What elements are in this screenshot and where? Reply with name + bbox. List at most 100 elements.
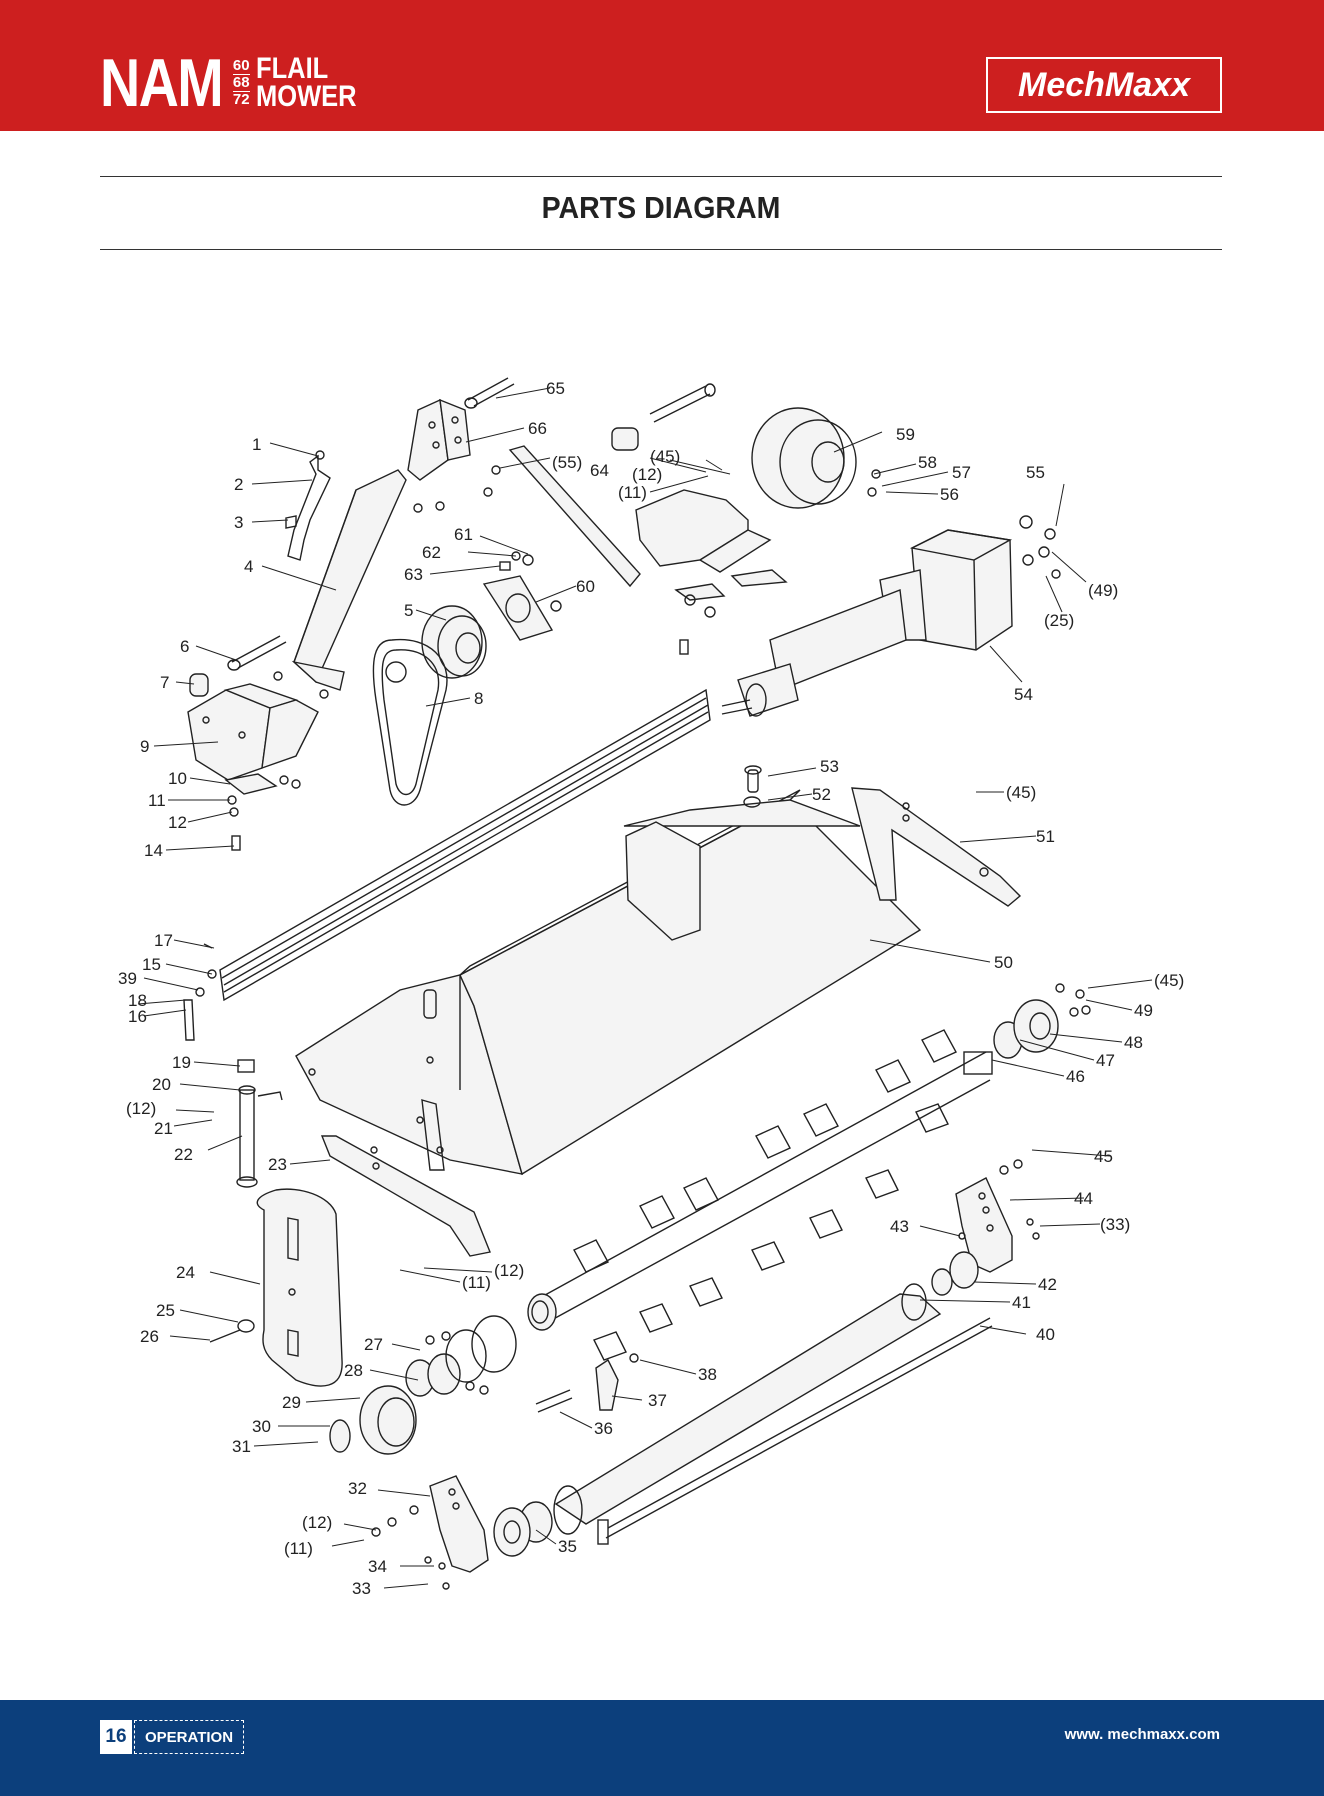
part-bracket-37-icon [535,1353,639,1413]
callout-21: 21 [154,1119,173,1138]
callout-49-gearbox: (49) [1088,581,1118,600]
callout-6: 6 [180,637,189,656]
title-bottom-rule [100,249,1222,250]
part-clip-3-icon [285,515,297,529]
callout-55-top: (55) [552,453,582,472]
callout-34: 34 [368,1557,387,1576]
callout-62: 62 [422,543,441,562]
callout-47: 47 [1096,1051,1115,1070]
callout-48: 48 [1124,1033,1143,1052]
model-name: NAM [100,45,224,121]
callout-65: 65 [546,379,565,398]
callout-15: 15 [142,955,161,974]
part-bushing-7-icon [189,673,209,697]
callout-35: 35 [558,1537,577,1556]
part-bolts-left-icon [227,671,329,851]
mechmaxx-logo: MechMaxx [986,57,1222,113]
callout-36: 36 [594,1419,613,1438]
callout-16: 16 [128,1007,147,1026]
part-flail-chain-icon [219,688,711,1002]
part-lever-2-icon [287,450,331,561]
callout-66: 66 [528,419,547,438]
callout-2: 2 [234,475,243,494]
callout-12-center: (12) [494,1261,524,1280]
page-number: 16 [100,1720,132,1754]
callout-53: 53 [820,757,839,776]
part-skid-51-icon [851,787,1022,907]
callout-45: 45 [1094,1147,1113,1166]
part-belt-8-icon [372,638,448,806]
callout-41: 41 [1012,1293,1031,1312]
callout-45-skid: (45) [1006,783,1036,802]
callout-11-center: (11) [462,1273,491,1292]
callout-57: 57 [952,463,971,482]
part-bearing-42-icon [931,1251,979,1296]
part-flail-blades-icon [573,1029,957,1361]
part-belt-cover-24-icon [256,1188,343,1387]
part-rotor-46-icon [527,1051,993,1331]
part-roller-40-icon [493,1283,993,1557]
part-bits-49-55-icon [1019,515,1061,579]
part-gearbox-54-icon [721,529,1013,717]
callout-22: 22 [174,1145,193,1164]
callout-19: 19 [172,1053,191,1072]
callout-46: 46 [1066,1067,1085,1086]
section-label: OPERATION [134,1720,245,1754]
callout-33-right: (33) [1100,1215,1130,1234]
callout-30: 30 [252,1417,271,1436]
part-housing-50-icon [295,789,922,1176]
callout-50: 50 [994,953,1013,972]
product-name: FLAIL MOWER [255,52,357,112]
callout-24: 24 [176,1263,195,1282]
size-60: 60 [232,57,250,75]
callout-20: 20 [152,1075,171,1094]
part-stand-22-icon [236,1059,283,1188]
callout-61: 61 [454,525,473,544]
callout-7: 7 [160,673,169,692]
header-bar: NAM 60 68 72 FLAIL MOWER MechMaxx [0,0,1324,131]
callout-labels: 1 2 3 4 5 6 7 8 9 10 11 12 14 17 15 39 1… [118,379,1184,1598]
callout-40: 40 [1036,1325,1055,1344]
website-link[interactable]: www. mechmaxx.com [1064,1726,1220,1743]
callout-14: 14 [144,841,163,860]
part-pulley-59-icon [751,407,881,509]
part-pin-6-icon [227,635,287,671]
product-line-1: FLAIL [255,52,328,85]
part-plate-10-icon [224,773,278,795]
part-flange-60-icon [482,575,562,641]
part-pulley-29-icon [329,1315,517,1455]
part-rod-top-icon [611,383,716,451]
callout-29: 29 [282,1393,301,1412]
callout-12-stand: (12) [126,1099,156,1118]
part-arm-4-icon [291,469,407,691]
part-pin-53-icon [743,765,762,808]
callout-11: 11 [148,791,166,810]
callout-60: 60 [576,577,595,596]
parts-diagram: 1 2 3 4 5 6 7 8 9 10 11 12 14 17 15 39 1… [118,377,1184,1598]
title-top-rule [100,176,1222,177]
callout-64: 64 [590,461,609,480]
callout-11-top: (11) [618,483,647,502]
part-bracket-66-icon [407,398,471,481]
callout-63: 63 [404,565,423,584]
callout-4: 4 [244,557,253,576]
callout-44: 44 [1074,1189,1093,1208]
size-68: 68 [232,74,250,92]
product-wordmark: NAM 60 68 72 FLAIL MOWER [100,45,374,121]
part-pulley-5-icon [421,605,487,679]
callout-12: 12 [168,813,187,832]
callout-37: 37 [648,1391,667,1410]
part-skid-23-icon [320,1135,491,1257]
callout-23: 23 [268,1155,287,1174]
callout-9: 9 [140,737,149,756]
page-title: PARTS DIAGRAM [541,190,781,225]
callout-17: 17 [154,931,173,950]
callout-12-lower: (12) [302,1513,332,1532]
callout-55: 55 [1026,463,1045,482]
callout-52: 52 [812,785,831,804]
part-bracket-44-icon [955,1159,1040,1273]
callout-27: 27 [364,1335,383,1354]
callout-8: 8 [474,689,483,708]
callout-54: 54 [1014,685,1033,704]
callout-28: 28 [344,1361,363,1380]
